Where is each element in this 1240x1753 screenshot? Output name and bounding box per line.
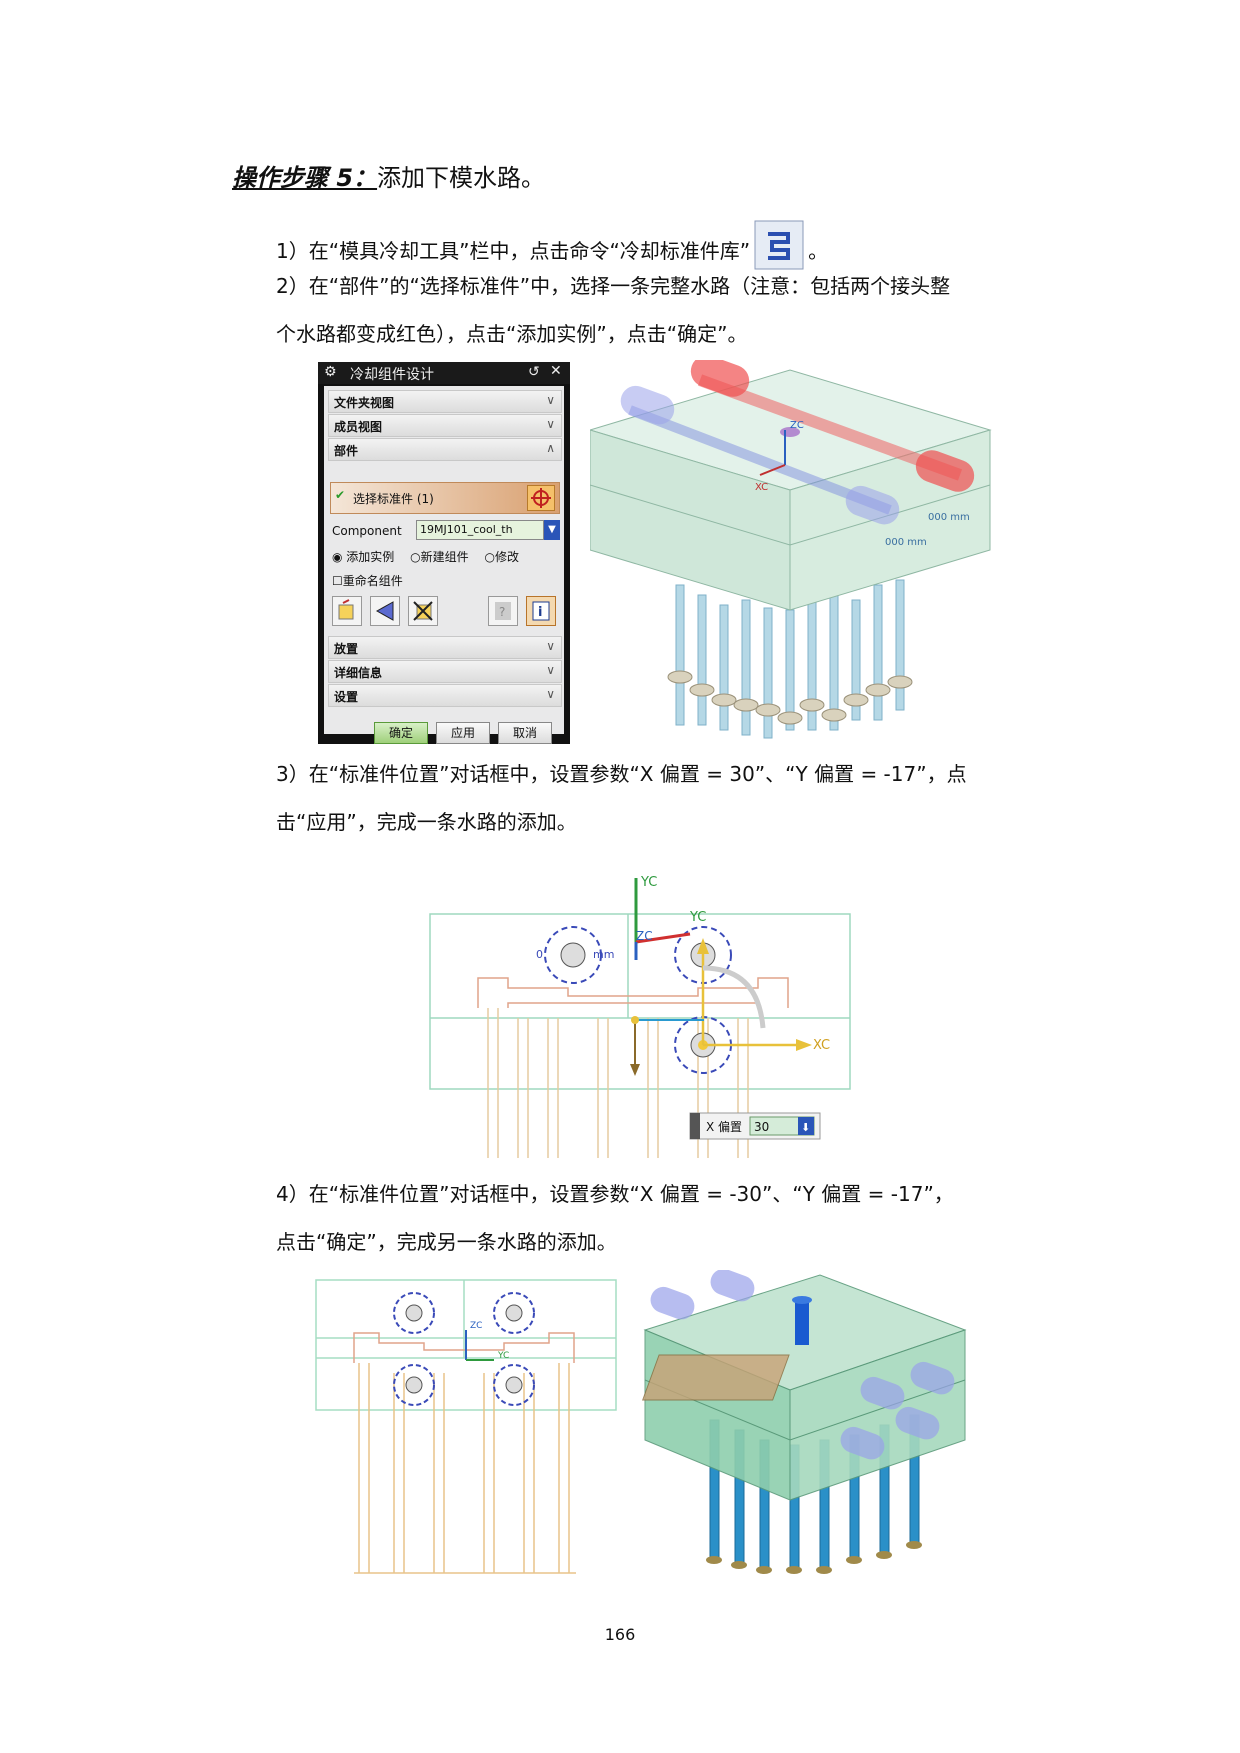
- page-number: 166: [604, 1625, 636, 1644]
- dropdown-arrow-icon[interactable]: ▼: [544, 520, 560, 540]
- step-heading-lead: 操作步骤 5：: [232, 164, 378, 192]
- crosshair-icon[interactable]: [527, 485, 555, 511]
- svg-text:ZC: ZC: [636, 929, 653, 943]
- svg-text:000 mm: 000 mm: [885, 537, 927, 548]
- axis-handles: YC ZC YC XC 0 mm: [536, 875, 830, 1076]
- down-arrow-icon: ⬇: [801, 1121, 810, 1134]
- step-3-line-2: 击“应用”，完成一条水路的添加。: [276, 810, 577, 834]
- svg-text:XC: XC: [755, 482, 768, 493]
- delete-component-icon[interactable]: [408, 596, 438, 626]
- chevron-down-icon: ∨: [546, 687, 555, 701]
- section-member-view[interactable]: 成员视图∨: [328, 414, 562, 437]
- svg-text:000 mm: 000 mm: [928, 512, 970, 523]
- component-label: Component: [332, 524, 402, 538]
- cooling-component-dialog: ⚙ 冷却组件设计 ↺ ✕ 文件夹视图∨ 成员视图∨ 部件∧ ✔ 选择标准件 (1…: [318, 362, 570, 744]
- chevron-down-icon: ∨: [546, 639, 555, 653]
- svg-text:?: ?: [499, 605, 505, 619]
- chevron-down-icon: ∨: [546, 393, 555, 407]
- svg-text:ZC: ZC: [470, 1321, 482, 1331]
- step-heading-text: 添加下模水路。: [377, 164, 546, 192]
- svg-text:YC: YC: [689, 910, 706, 925]
- svg-text:YC: YC: [497, 1351, 509, 1361]
- svg-text:XC: XC: [813, 1038, 830, 1053]
- svg-text:i: i: [538, 605, 542, 620]
- dialog-title: 冷却组件设计: [350, 367, 434, 383]
- section-folder-view[interactable]: 文件夹视图∨: [328, 390, 562, 413]
- ok-button[interactable]: 确定: [374, 722, 428, 744]
- dialog-titlebar: ⚙ 冷却组件设计 ↺ ✕: [318, 362, 570, 384]
- check-icon: ✔: [335, 488, 346, 502]
- gear-icon[interactable]: ⚙: [324, 364, 337, 380]
- svg-text:0: 0: [536, 948, 543, 961]
- chevron-down-icon: ∨: [546, 663, 555, 677]
- step-4-line-1: 4）在“标准件位置”对话框中，设置参数“X 偏置 = -30”、“Y 偏置 = …: [276, 1182, 954, 1206]
- cancel-button[interactable]: 取消: [498, 722, 552, 744]
- axis-triad: ZC XC 000 mm 000 mm: [755, 420, 970, 548]
- step-1: 1）在“模具冷却工具”栏中，点击命令“冷却标准件库” 。: [276, 220, 1056, 275]
- step-1-text: 1）在“模具冷却工具”栏中，点击命令“冷却标准件库”: [276, 239, 751, 263]
- component-select[interactable]: 19MJ101_cool_th: [416, 520, 544, 540]
- step-2: 2）在“部件”的“选择标准件”中，选择一条完整水路（注意：包括两个接头整 个水路…: [276, 262, 1056, 358]
- ejector-pins: [667, 579, 913, 739]
- reset-icon[interactable]: ↺: [528, 364, 540, 380]
- step-2-line-1: 2）在“部件”的“选择标准件”中，选择一条完整水路（注意：包括两个接头整: [276, 274, 951, 298]
- radio-modify[interactable]: ○修改: [484, 550, 519, 564]
- step-3: 3）在“标准件位置”对话框中，设置参数“X 偏置 = 30”、“Y 偏置 = -…: [276, 750, 1056, 846]
- section-details[interactable]: 详细信息∨: [328, 660, 562, 683]
- mold-iso-figure-1: ZC XC 000 mm 000 mm: [590, 360, 992, 739]
- dialog-body: 文件夹视图∨ 成员视图∨ 部件∧ ✔ 选择标准件 (1) Component 1…: [324, 386, 564, 744]
- svg-text:30: 30: [754, 1120, 769, 1134]
- step-heading: 操作步骤 5：添加下模水路。: [232, 158, 545, 193]
- water-lines: [620, 360, 975, 525]
- x-offset-field[interactable]: X 偏置 30 ⬇: [689, 1112, 821, 1140]
- radio-add-instance[interactable]: ◉ 添加实例: [332, 550, 395, 564]
- mold-top-view-figure-3: ZC YC: [315, 1279, 617, 1574]
- rename-checkbox[interactable]: ☐重命名组件: [332, 574, 403, 588]
- chevron-up-icon: ∧: [546, 441, 555, 455]
- step-4: 4）在“标准件位置”对话框中，设置参数“X 偏置 = -30”、“Y 偏置 = …: [276, 1170, 1056, 1266]
- step-4-line-2: 点击“确定”，完成另一条水路的添加。: [276, 1230, 617, 1254]
- mold-iso-figure-3: [642, 1270, 967, 1574]
- chevron-down-icon: ∨: [546, 417, 555, 431]
- svg-text:mm: mm: [593, 948, 614, 961]
- apply-button[interactable]: 应用: [436, 722, 490, 744]
- help-icon[interactable]: ?: [488, 596, 518, 626]
- cooling-library-icon: [754, 220, 804, 270]
- section-parts[interactable]: 部件∧: [328, 438, 562, 461]
- svg-text:ZC: ZC: [790, 420, 804, 431]
- mode-radios: ◉ 添加实例 ○新建组件 ○修改: [332, 548, 531, 565]
- select-standard-part[interactable]: ✔ 选择标准件 (1): [330, 482, 560, 514]
- reverse-direction-icon[interactable]: [370, 596, 400, 626]
- rotate-component-icon[interactable]: [332, 596, 362, 626]
- plate-outline: [429, 913, 851, 1090]
- section-settings[interactable]: 设置∨: [328, 684, 562, 707]
- svg-text:X 偏置: X 偏置: [706, 1119, 742, 1134]
- mold-top-view-figure-2: YC ZC YC XC 0 mm X 偏置 30 ⬇: [429, 875, 851, 1158]
- svg-text:YC: YC: [640, 875, 657, 890]
- close-icon[interactable]: ✕: [550, 363, 562, 379]
- radio-new-component[interactable]: ○新建组件: [410, 550, 469, 564]
- section-placement[interactable]: 放置∨: [328, 636, 562, 659]
- step-2-line-2: 个水路都变成红色），点击“添加实例”，点击“确定”。: [276, 322, 748, 346]
- info-icon[interactable]: i: [526, 596, 556, 626]
- step-3-line-1: 3）在“标准件位置”对话框中，设置参数“X 偏置 = 30”、“Y 偏置 = -…: [276, 762, 967, 786]
- step-1-end: 。: [808, 239, 829, 263]
